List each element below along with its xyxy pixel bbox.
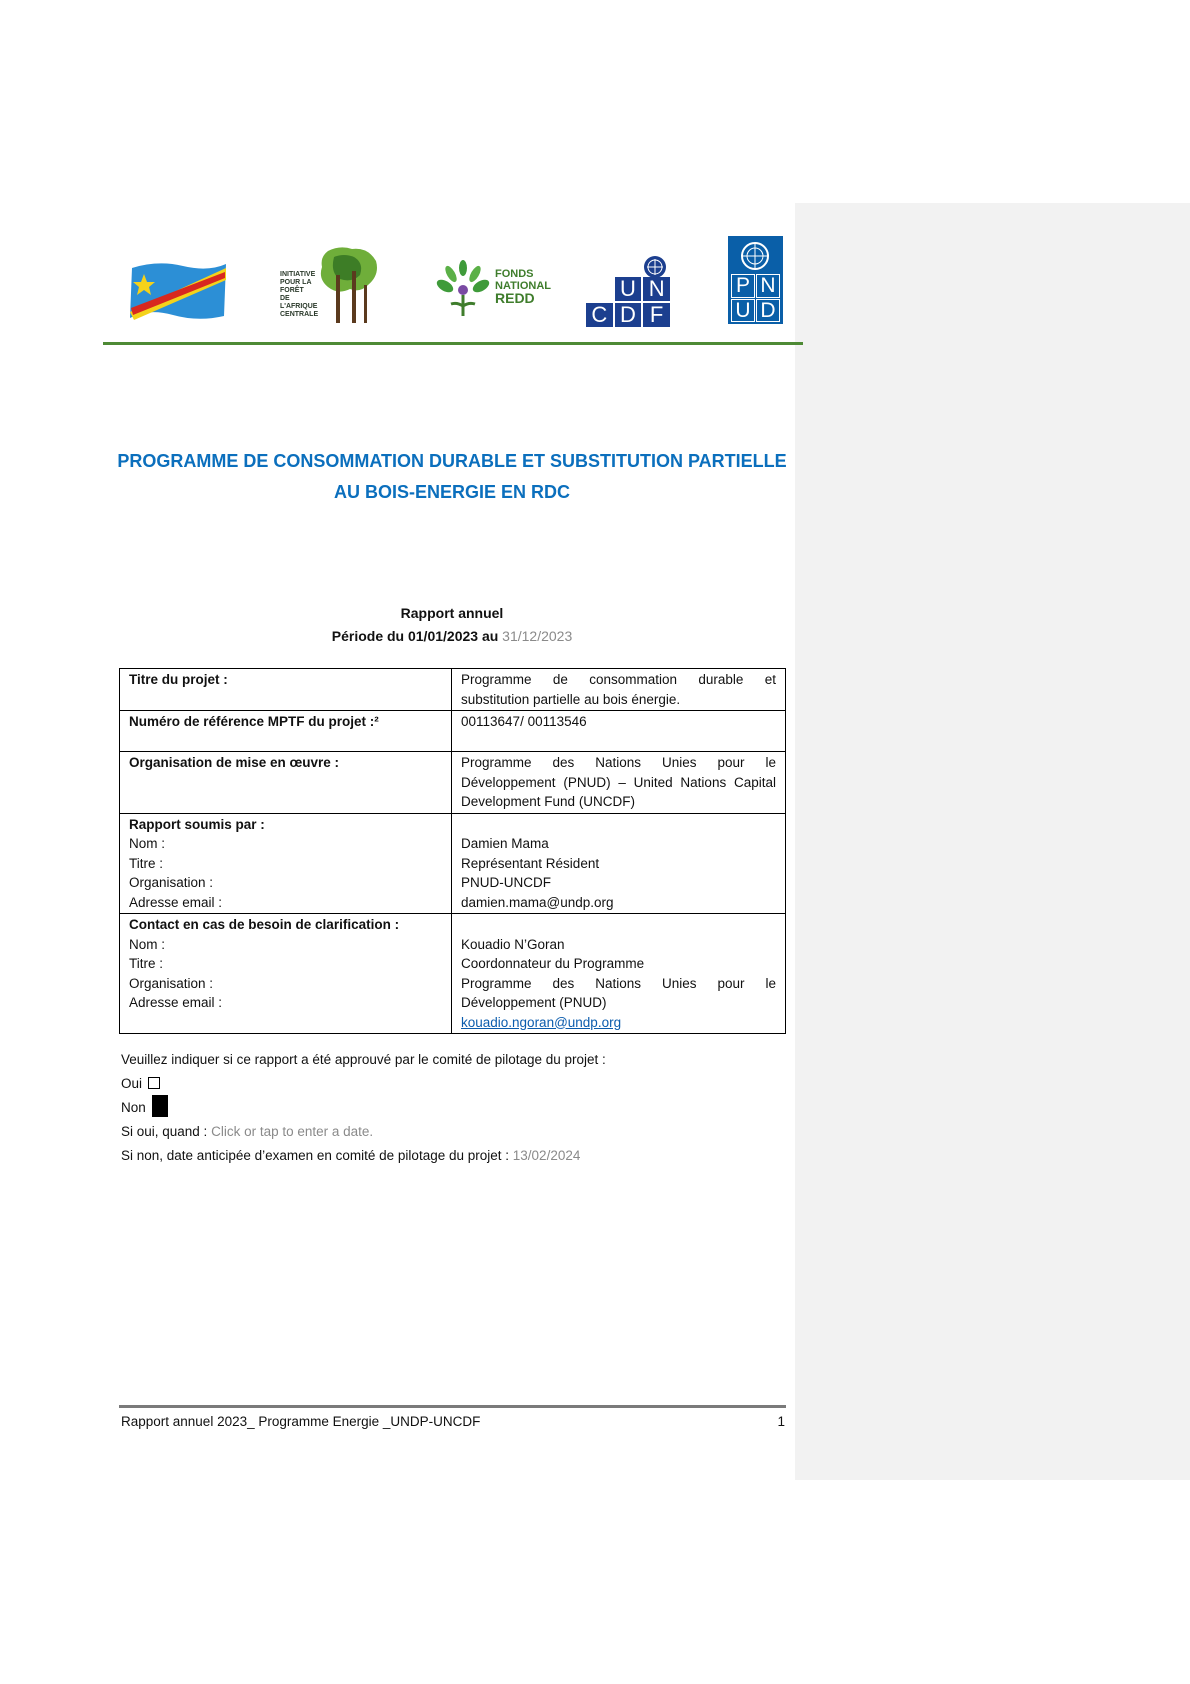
comment-pane [795, 203, 1190, 1480]
implementing-org-value: Programme des Nations Unies pour le Déve… [451, 751, 786, 814]
footer-divider [119, 1405, 786, 1408]
anticipated-date-field[interactable]: 13/02/2024 [512, 1148, 581, 1163]
submitter-name: Damien Mama [461, 836, 549, 851]
pnud-logo: P N U D [728, 236, 783, 324]
approval-question: Veuillez indiquer si ce rapport a été ap… [121, 1052, 606, 1067]
submitter-org: PNUD-UNCDF [461, 875, 551, 890]
ifac-logo: INITIATIVE POUR LA FORÊT DE L'AFRIQUE CE… [280, 245, 380, 325]
submitted-by-values: Damien Mama Représentant Résident PNUD-U… [451, 812, 786, 914]
pnud-letter-grid: P N U D [731, 274, 780, 322]
project-title-value: Programme de consommation durable et sub… [451, 668, 786, 711]
submitted-by-heading: Rapport soumis par : [129, 816, 265, 832]
submitter-title: Représentant Résident [461, 855, 600, 871]
contact-labels: Contact en cas de besoin de clarificatio… [119, 913, 452, 1034]
uncdf-letter-grid: U N C D F [586, 277, 670, 327]
approval-yes-checkbox[interactable] [147, 1077, 160, 1090]
document-title-line-1: PROGRAMME DE CONSOMMATION DURABLE ET SUB… [117, 451, 787, 471]
document-title: PROGRAMME DE CONSOMMATION DURABLE ET SUB… [112, 446, 792, 508]
approval-yes-row: Oui [121, 1072, 801, 1096]
contact-name: Kouadio N’Goran [461, 936, 565, 952]
report-period: Période du 01/01/2023 au 31/12/2023 [112, 625, 792, 648]
report-subtitle: Rapport annuel Période du 01/01/2023 au … [112, 602, 792, 648]
approval-yes-label: Oui [121, 1076, 143, 1091]
approval-date-field[interactable]: Click or tap to enter a date. [211, 1124, 374, 1139]
table-row: Numéro de référence MPTF du projet :² 00… [119, 710, 786, 752]
implementing-org-label: Organisation de mise en œuvre : [119, 751, 452, 814]
fonds-national-redd-logo: FONDS NATIONAL REDD [435, 258, 551, 320]
approval-date-label: Si oui, quand : [121, 1124, 208, 1139]
report-period-prefix: Période du 01/01/2023 au [331, 628, 499, 644]
submitted-by-labels: Rapport soumis par : Nom : Titre : Organ… [119, 812, 452, 914]
contact-email-link[interactable]: kouadio.ngoran@undp.org [461, 1014, 622, 1030]
ifac-logo-text: INITIATIVE POUR LA FORÊT DE L'AFRIQUE CE… [280, 271, 319, 318]
project-title-label: Titre du projet : [119, 668, 452, 711]
drc-flag-logo [128, 258, 228, 323]
approval-no-label: Non [121, 1100, 146, 1115]
uncdf-logo: U N C D F [586, 255, 670, 327]
anticipated-date-label: Si non, date anticipée d’examen en comit… [121, 1148, 510, 1163]
approval-no-row: Non [121, 1095, 801, 1120]
report-period-end: 31/12/2023 [502, 628, 573, 644]
table-row: Organisation de mise en œuvre : Programm… [119, 751, 786, 814]
contact-values: Kouadio N’Goran Coordonnateur du Program… [451, 913, 786, 1034]
mptf-ref-value: 00113647/ 00113546 [451, 710, 786, 752]
contact-org: Programme des Nations Unies pour le Déve… [461, 975, 776, 1011]
contact-title: Coordonnateur du Programme [461, 956, 645, 971]
table-row: Contact en cas de besoin de clarificatio… [119, 913, 786, 1034]
footer-text: Rapport annuel 2023_ Programme Energie _… [121, 1414, 481, 1429]
page-number: 1 [777, 1414, 785, 1429]
project-info-table: Titre du projet : Programme de consommat… [119, 668, 786, 1034]
approval-date-row: Si oui, quand : Click or tap to enter a … [121, 1120, 801, 1144]
approval-section: Veuillez indiquer si ce rapport a été ap… [121, 1048, 801, 1168]
page-footer: Rapport annuel 2023_ Programme Energie _… [121, 1414, 785, 1429]
contact-heading: Contact en cas de besoin de clarificatio… [129, 917, 400, 932]
table-row: Rapport soumis par : Nom : Titre : Organ… [119, 812, 786, 914]
document-title-line-2: AU BOIS-ENERGIE EN RDC [333, 482, 571, 502]
table-row: Titre du projet : Programme de consommat… [119, 668, 786, 711]
redd-logo-text: FONDS NATIONAL REDD [495, 268, 552, 306]
approval-no-checkbox[interactable] [151, 1095, 168, 1118]
mptf-ref-label: Numéro de référence MPTF du projet :² [119, 710, 452, 752]
submitter-email: damien.mama@undp.org [461, 894, 614, 910]
header-divider [103, 342, 803, 345]
anticipated-date-row: Si non, date anticipée d’examen en comit… [121, 1144, 801, 1168]
report-heading: Rapport annuel [400, 605, 504, 621]
